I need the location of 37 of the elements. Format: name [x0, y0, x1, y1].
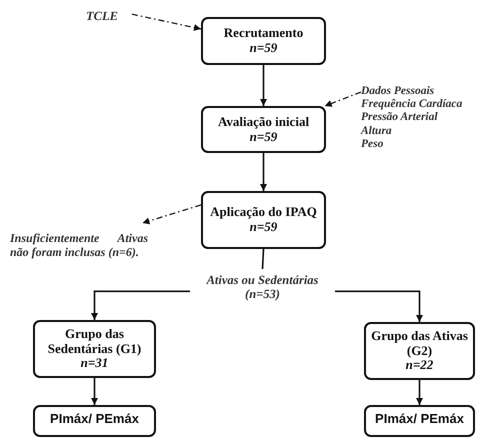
- list-item: Dados Pessoais: [361, 84, 434, 98]
- process-box: [364, 405, 475, 437]
- list-item: Pressão Arterial: [361, 111, 438, 125]
- count-text: n=22: [406, 358, 434, 374]
- note-text: TCLE: [86, 8, 119, 24]
- arrow: [91, 290, 190, 320]
- arrow: [91, 378, 98, 405]
- connector-line: [262, 248, 264, 270]
- process-box: [201, 191, 326, 249]
- step-title: Grupo das Ativas (G2): [370, 328, 469, 358]
- count-text: n=59: [250, 130, 278, 144]
- list-item: Frequência Cardíaca: [361, 98, 462, 112]
- step-title: Grupo das Sedentárias (G1): [46, 326, 142, 356]
- step-title: Recrutamento: [224, 26, 304, 41]
- count-text: n=59: [250, 41, 278, 56]
- branch-label: Ativas ou Sedentárias (n=53): [205, 272, 320, 302]
- process-box: [33, 320, 156, 378]
- arrow: [260, 65, 267, 106]
- dashed-arrow: [142, 204, 202, 224]
- process-box: [364, 322, 475, 380]
- note-text: Insuficientemente Ativas não foram inclusas (n=6).: [10, 232, 148, 260]
- list-item: Peso: [361, 138, 384, 152]
- dashed-arrow: [324, 92, 362, 107]
- count-text: n=31: [80, 356, 108, 372]
- process-box: [201, 106, 326, 153]
- step-title: Avaliação inicial: [218, 114, 310, 130]
- arrow: [335, 290, 423, 322]
- dashed-arrow: [132, 14, 202, 31]
- step-title: Aplicação do IPAQ: [210, 205, 317, 220]
- process-box: [33, 405, 156, 437]
- step-title: PImáx/ PEmáx: [50, 412, 139, 427]
- count-text: n=59: [250, 220, 278, 235]
- step-title: PImáx/ PEmáx: [375, 412, 464, 427]
- arrow: [260, 153, 267, 191]
- process-box: [201, 17, 326, 65]
- arrow: [416, 380, 423, 405]
- list-item: Altura: [361, 124, 392, 138]
